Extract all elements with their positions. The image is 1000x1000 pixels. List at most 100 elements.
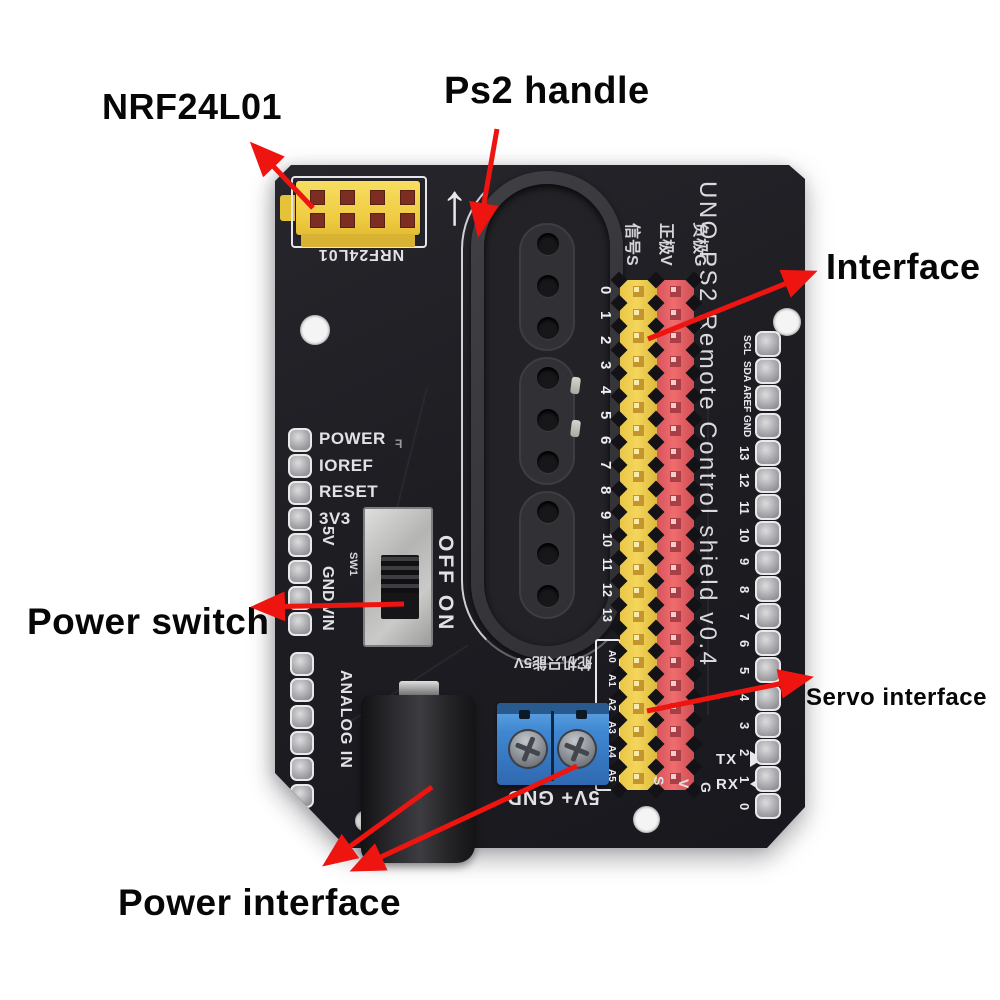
- digital-pin-number: 0: [597, 285, 614, 295]
- tx-label: TX: [716, 751, 738, 768]
- nrf-pin-hole: [400, 190, 415, 205]
- nrf-pin-hole: [370, 213, 385, 228]
- dc-barrel-jack: [361, 695, 475, 863]
- header-notch: [685, 735, 703, 753]
- servo-pin: [633, 680, 644, 692]
- dc-jack-clip: [399, 681, 439, 699]
- servo-pin: [633, 749, 644, 761]
- servo-pin: [633, 286, 644, 297]
- switch-ref-label: SW1: [347, 552, 359, 576]
- column-letter-g: G: [698, 781, 714, 793]
- nrf-pin-hole: [340, 190, 355, 205]
- terminal-top-edge: [497, 703, 609, 714]
- servo-pin: [670, 541, 681, 552]
- capacitor-mark: F: [395, 437, 403, 451]
- digital-pin-number: 7: [597, 460, 614, 470]
- pin-column-label: 信号S: [623, 222, 640, 266]
- power-slide-switch: [363, 507, 433, 647]
- header-notch: [685, 711, 703, 729]
- servo-pin: [633, 332, 644, 344]
- servo-pin: [670, 286, 681, 297]
- servo-pin: [670, 448, 681, 460]
- terminal-wire-hole: [576, 710, 587, 719]
- pin-label-5v: 5V: [319, 526, 336, 546]
- right-header-pad: [755, 358, 781, 385]
- nrf-pin-hole: [340, 213, 355, 228]
- ps2-pin-hole: [537, 585, 559, 607]
- analog-header-pad: [290, 730, 314, 755]
- right-header-pin-label: 2: [737, 748, 752, 757]
- right-header-pin-label: 5: [737, 667, 752, 675]
- analog-pin-number: A2: [606, 697, 617, 711]
- servo-5v-warning: 舵机只能5V: [513, 654, 593, 671]
- servo-pin: [633, 587, 644, 599]
- analog-pin-number: A1: [606, 673, 617, 687]
- digital-pin-number: 8: [597, 485, 614, 495]
- right-header-pin-label: 10: [737, 527, 752, 543]
- servo-pin: [633, 448, 644, 460]
- servo-pin: [670, 656, 681, 668]
- switch-knob: [381, 555, 419, 619]
- ps2-connector: [471, 171, 623, 659]
- servo-pin: [633, 633, 644, 645]
- power-header-pad: [288, 612, 312, 637]
- servo-pin: [633, 355, 644, 367]
- power-header-title: POWER: [319, 429, 386, 448]
- right-header-pin-label: 6: [737, 640, 752, 648]
- nrf-silkscreen-outline: [291, 176, 427, 248]
- servo-pin: [633, 309, 644, 321]
- analog-pin-number: A5: [606, 769, 617, 782]
- nrf-silkscreen-text: NRF24L01: [317, 246, 405, 263]
- servo-pin: [633, 471, 644, 483]
- power-header-pad: [288, 428, 312, 452]
- digital-pin-number: 3: [597, 360, 614, 370]
- analog-pin-number: A4: [606, 745, 617, 759]
- servo-pin: [670, 517, 681, 529]
- right-header-pad: [755, 494, 781, 521]
- terminal-screw: [501, 722, 555, 776]
- switch-knob-ribs: [381, 557, 419, 593]
- right-header-pad: [755, 603, 781, 629]
- right-header-pad: [755, 331, 781, 357]
- terminal-divider: [551, 711, 554, 781]
- servo-pin: [633, 726, 644, 738]
- analog-header-pad: [290, 783, 314, 808]
- ps2-pin-hole: [537, 275, 559, 297]
- power-header-pad: [288, 454, 312, 479]
- pcb-trace: [707, 405, 709, 715]
- pcb-surface: NRF24L01 ↑ UNO PS2 Remote Control shield…: [275, 165, 805, 848]
- right-header-pad: [755, 739, 781, 765]
- right-header-pin-label: 7: [737, 612, 752, 621]
- right-header-pad: [755, 766, 781, 793]
- servo-pin: [633, 378, 644, 390]
- analog-header-title: ANALOG IN: [337, 669, 354, 769]
- right-header-pin-label: SCL: [741, 334, 752, 355]
- digital-pin-number: 11: [600, 558, 614, 572]
- right-header-pin-label: 12: [737, 473, 752, 488]
- servo-pin: [633, 656, 644, 668]
- servo-pin: [670, 610, 681, 622]
- servo-pin: [633, 541, 644, 552]
- right-header-pad: [755, 467, 781, 493]
- servo-pin: [633, 772, 644, 784]
- column-letter-s: S: [651, 776, 667, 786]
- servo-pin: [633, 401, 644, 413]
- servo-pin: [633, 610, 644, 622]
- servo-pin: [670, 633, 681, 645]
- servo-pin: [633, 703, 644, 715]
- digital-pin-number: 5: [597, 410, 614, 420]
- nrf-socket-lip: [301, 234, 415, 247]
- servo-pin: [670, 401, 681, 413]
- power-header-pad: [288, 585, 312, 610]
- board-title-silkscreen: UNO PS2 Remote Control shield v0.4: [694, 181, 721, 668]
- digital-pin-number: 4: [597, 385, 614, 395]
- power-screw-terminal: [497, 703, 609, 785]
- right-header-pad: [755, 385, 781, 412]
- ps2-pin-hole: [537, 451, 559, 473]
- right-header-pin-label: 4: [737, 694, 752, 702]
- servo-header-red: [647, 271, 703, 799]
- right-header-pad: [755, 412, 781, 439]
- right-header-pin-label: 9: [737, 558, 752, 566]
- mounting-hole: [633, 806, 660, 833]
